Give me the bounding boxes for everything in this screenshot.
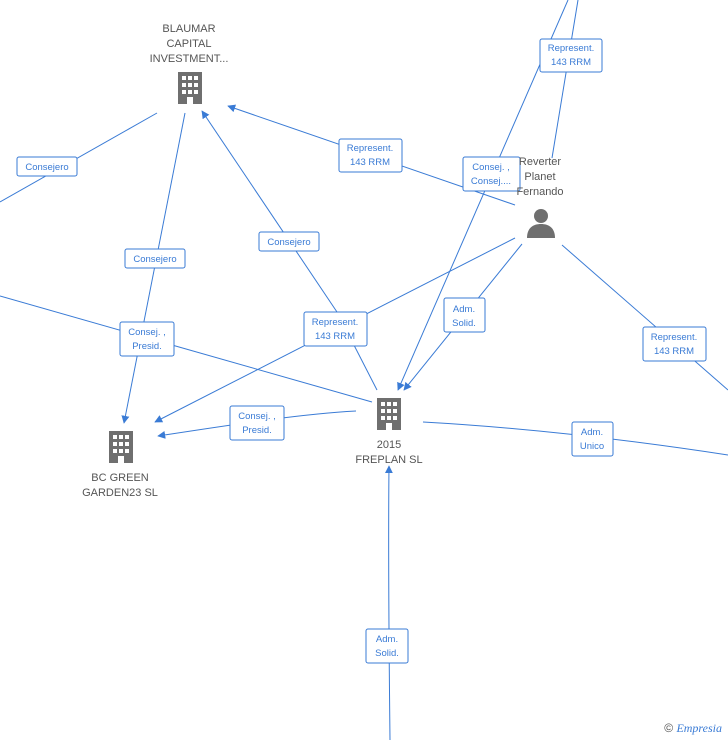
building-icon <box>178 72 202 104</box>
edge-label[interactable]: Consejero <box>16 156 78 177</box>
edge-label-line: Adm. <box>581 427 603 438</box>
node-label-line: CAPITAL <box>166 38 211 50</box>
copyright-symbol: © <box>664 721 674 735</box>
edge-label[interactable]: Consej. , Consej.... <box>462 156 521 192</box>
edge-label-line: Consejero <box>267 237 310 248</box>
edge-reverter-to-right <box>561 244 728 391</box>
node-label-line: INVESTMENT... <box>150 53 229 65</box>
edge-label[interactable]: Adm. Unico <box>571 421 614 457</box>
edge-label[interactable]: Represent. 143 RRM <box>642 326 707 362</box>
edge-label-line: Represent. <box>651 332 697 343</box>
edge-label[interactable]: Consejero <box>258 231 320 252</box>
edge-freplan-to-blaumar <box>201 110 338 313</box>
edge-label-line: 143 RRM <box>315 331 355 342</box>
edge-label[interactable]: Consejero <box>124 248 186 269</box>
edge-label-line: Adm. <box>376 634 398 645</box>
brand-logo[interactable]: Empresia <box>676 721 722 735</box>
edge-label-line: 143 RRM <box>654 346 694 357</box>
building-icon <box>109 431 133 463</box>
node-reverter[interactable]: Reverter Planet Fernando <box>516 156 564 238</box>
edge-label-line: Consejero <box>25 162 68 173</box>
node-bcgreen[interactable]: BC GREEN GARDEN23 SL <box>82 431 158 499</box>
edge-label-line: Consej. , <box>128 327 166 338</box>
copyright-footer: © Empresia <box>664 721 722 736</box>
edge-label[interactable]: Adm. Solid. <box>443 297 486 333</box>
node-label-line: Fernando <box>516 186 563 198</box>
edge-label[interactable]: Consej. , Presid. <box>229 405 285 441</box>
edge-label-line: Consej. , <box>472 162 510 173</box>
node-label-line: BC GREEN <box>91 472 149 484</box>
edge-top-to-reverter <box>551 0 579 159</box>
edge-label-line: Unico <box>580 441 604 452</box>
edge-bottom-to-freplan <box>384 465 393 740</box>
edge-label-line: Presid. <box>242 425 272 436</box>
node-freplan[interactable]: 2015 FREPLAN SL <box>355 398 423 466</box>
edge-label-line: Represent. <box>548 43 594 54</box>
edge-label-line: Consejero <box>133 254 176 265</box>
node-label-line: Planet <box>524 171 555 183</box>
edge-labels: Represent. 143 RRM Represent. 143 RRM Co… <box>16 38 707 664</box>
edge-label-line: Presid. <box>132 341 162 352</box>
edge-label[interactable]: Represent. 143 RRM <box>303 311 368 347</box>
edge-left-to-blaumar <box>0 112 158 203</box>
node-label-line: GARDEN23 SL <box>82 487 158 499</box>
edge-label-line: Adm. <box>453 304 475 315</box>
building-icon <box>377 398 401 430</box>
edge-label[interactable]: Represent. 143 RRM <box>338 138 403 173</box>
node-label-line: 2015 <box>377 439 401 451</box>
person-icon <box>527 209 555 238</box>
edge-label[interactable]: Consej. , Presid. <box>119 321 175 357</box>
edge-label[interactable]: Adm. Solid. <box>365 628 409 664</box>
edge-left-to-freplan <box>0 295 373 403</box>
edge-label-line: Solid. <box>375 648 399 659</box>
node-label-line: FREPLAN SL <box>355 454 422 466</box>
node-blaumar[interactable]: BLAUMAR CAPITAL INVESTMENT... <box>150 23 229 104</box>
node-label-line: BLAUMAR <box>162 23 215 35</box>
edge-label[interactable]: Represent. 143 RRM <box>539 38 603 73</box>
edge-label-line: 143 RRM <box>551 57 591 68</box>
edge-label-line: Consej.... <box>471 176 511 187</box>
edge-label-line: Represent. <box>312 317 358 328</box>
edge-label-line: 143 RRM <box>350 157 390 168</box>
edge-label-line: Solid. <box>452 318 476 329</box>
edge-label-line: Consej. , <box>238 411 276 422</box>
edge-label-line: Represent. <box>347 143 393 154</box>
node-label-line: Reverter <box>519 156 562 168</box>
